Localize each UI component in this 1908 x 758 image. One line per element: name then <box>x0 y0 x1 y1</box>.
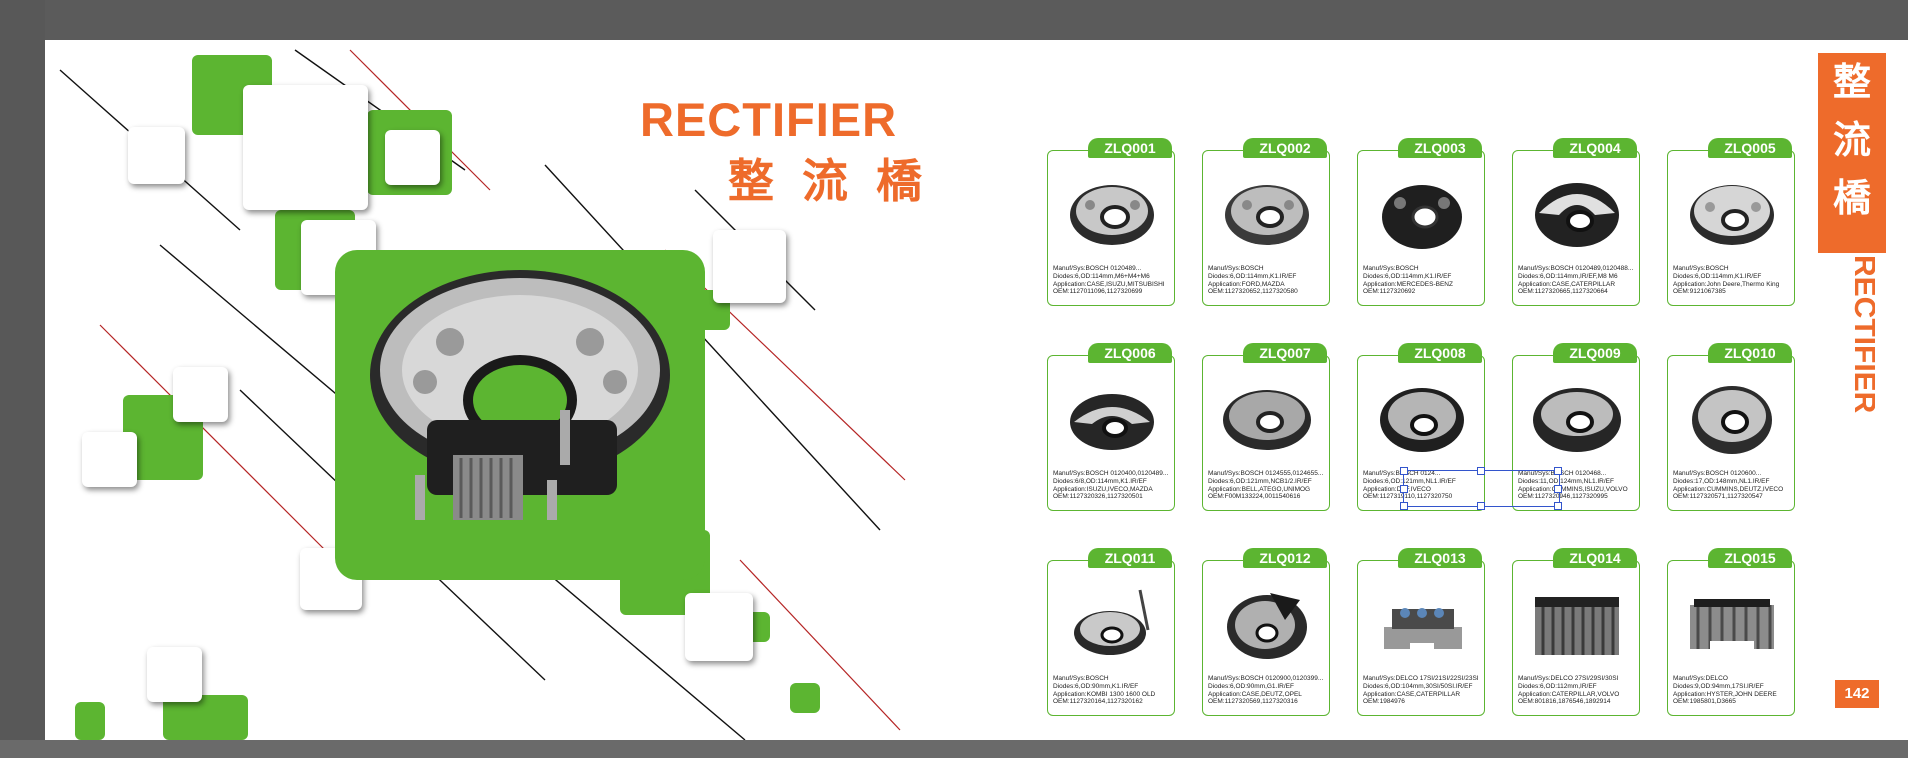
rectifier-image <box>1533 388 1621 452</box>
product-card[interactable]: ZLQ013 Manuf/Sys:DELCO 17SI/21SI/22SI/23… <box>1357 548 1485 716</box>
rectifier-image <box>1074 589 1150 655</box>
product-code-tag: ZLQ007 <box>1243 343 1327 363</box>
white-square-decoration <box>713 230 786 303</box>
green-square-decoration <box>163 695 248 740</box>
product-specs: Manuf/Sys:BOSCH 0120468...Diodes:11,OD:1… <box>1518 470 1628 501</box>
hero-rectifier-image <box>370 270 670 520</box>
rectifier-image <box>1690 599 1774 653</box>
rectifier-image <box>1380 388 1464 452</box>
product-code-tag: ZLQ014 <box>1553 548 1637 568</box>
white-square-decoration <box>128 127 185 184</box>
product-card[interactable]: ZLQ007 Manuf/Sys:BOSCH 0124555,0124655..… <box>1202 343 1330 511</box>
rectifier-image <box>1223 390 1311 450</box>
product-specs: Manuf/Sys:BOSCH 0120489...Diodes:6,OD:11… <box>1053 265 1165 296</box>
viewer-bottom-bar <box>0 740 1908 758</box>
white-square-decoration <box>243 85 368 210</box>
viewer-left-bar <box>0 0 45 758</box>
white-square-decoration <box>147 647 202 702</box>
page-number: 142 <box>1835 680 1879 708</box>
green-square-decoration <box>790 683 820 713</box>
product-code-tag: ZLQ004 <box>1553 138 1637 158</box>
product-card[interactable]: ZLQ010 Manuf/Sys:BOSCH 0120600...Diodes:… <box>1667 343 1795 511</box>
rectifier-image <box>1535 597 1619 655</box>
hero-product-panel <box>335 250 705 580</box>
product-code-tag: ZLQ001 <box>1088 138 1172 158</box>
product-card[interactable]: ZLQ012 Manuf/Sys:BOSCH 0120900,0120399..… <box>1202 548 1330 716</box>
product-card[interactable]: ZLQ009 Manuf/Sys:BOSCH 0120468...Diodes:… <box>1512 343 1640 511</box>
product-code-tag: ZLQ005 <box>1708 138 1792 158</box>
product-code-tag: ZLQ009 <box>1553 343 1637 363</box>
product-code-tag: ZLQ008 <box>1398 343 1482 363</box>
chapter-side-tab: 整 流 橋 <box>1818 53 1886 253</box>
product-code-tag: ZLQ003 <box>1398 138 1482 158</box>
rectifier-image <box>1690 185 1774 245</box>
product-specs: Manuf/Sys:BOSCH 0120900,0120399...Diodes… <box>1208 675 1324 706</box>
product-code-tag: ZLQ011 <box>1088 548 1172 568</box>
green-square-decoration <box>75 702 105 740</box>
product-code-tag: ZLQ013 <box>1398 548 1482 568</box>
white-square-decoration <box>173 367 228 422</box>
product-code-tag: ZLQ006 <box>1088 343 1172 363</box>
product-card[interactable]: ZLQ006 Manuf/Sys:BOSCH 0120400,0120489..… <box>1047 343 1175 511</box>
rectifier-image <box>1070 394 1154 450</box>
product-specs: Manuf/Sys:BOSCH 0120600...Diodes:17,OD:1… <box>1673 470 1784 501</box>
rectifier-image <box>1225 185 1309 245</box>
product-code-tag: ZLQ010 <box>1708 343 1792 363</box>
catalog-title-en: RECTIFIER <box>640 93 898 146</box>
catalog-spread: RECTIFIER 整 流 橋 ZLQ001 <box>45 40 1908 740</box>
text-selection-box[interactable] <box>1400 467 1562 510</box>
product-code-tag: ZLQ002 <box>1243 138 1327 158</box>
svg-text:RECTIFIER: RECTIFIER <box>1848 255 1875 414</box>
rectifier-image <box>1692 386 1772 454</box>
product-code-tag: ZLQ012 <box>1243 548 1327 568</box>
product-specs: Manuf/Sys:BOSCH 0120489,0120488...Diodes… <box>1518 265 1634 296</box>
rectifier-image <box>1535 183 1619 247</box>
catalog-title-cn: 整 流 橋 <box>728 154 929 208</box>
rectifier-image <box>1227 593 1307 659</box>
rectifier-image <box>1384 608 1462 653</box>
product-card[interactable]: ZLQ001 Manuf/Sys:BOSCH 0120489...Diodes:… <box>1047 138 1175 306</box>
product-code-tag: ZLQ015 <box>1708 548 1792 568</box>
white-square-decoration <box>385 130 440 185</box>
product-specs: Manuf/Sys:BOSCH 0120400,0120489...Diodes… <box>1053 470 1169 501</box>
vertical-chapter-label: RECTIFIER <box>1848 255 1875 414</box>
viewer-top-bar <box>0 0 1908 40</box>
product-specs: Manuf/Sys:BOSCH 0124555,0124655...Diodes… <box>1208 470 1324 501</box>
white-square-decoration <box>82 432 137 487</box>
rectifier-image <box>1070 185 1154 245</box>
product-card[interactable]: ZLQ004 Manuf/Sys:BOSCH 0120489,0120488..… <box>1512 138 1640 306</box>
product-card[interactable]: ZLQ008 Manuf/Sys:BOSCH 0124...Diodes:6,O… <box>1357 343 1485 511</box>
rectifier-image <box>1382 185 1462 249</box>
white-square-decoration <box>685 593 753 661</box>
